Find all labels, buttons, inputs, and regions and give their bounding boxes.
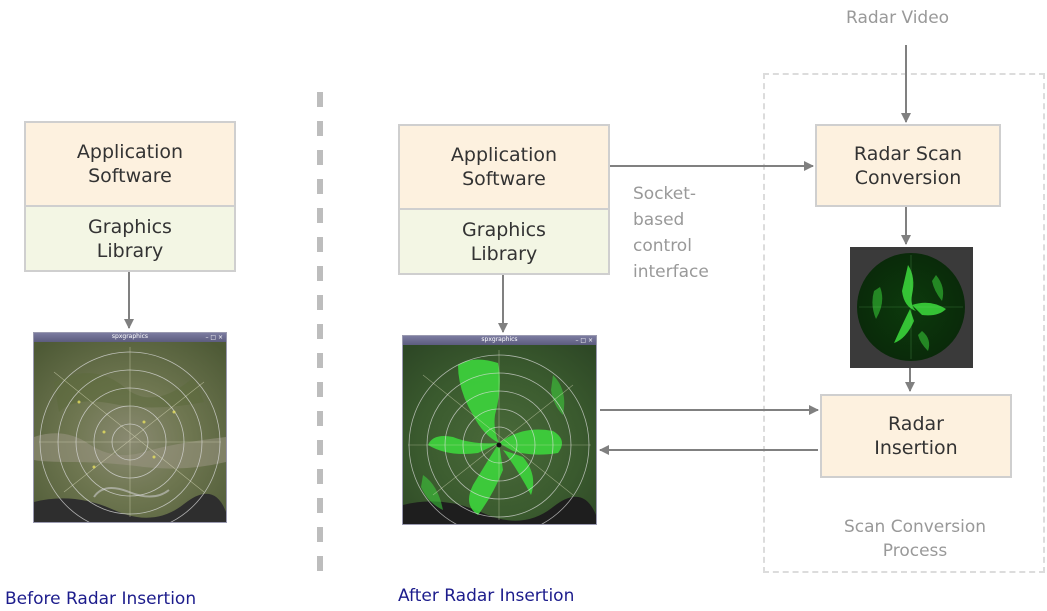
radar-insertion-box: Radar Insertion [820, 394, 1012, 478]
radar-insertion-label: Radar Insertion [874, 413, 958, 459]
left-map-display [34, 342, 226, 522]
radar-scan-conversion-label: Radar Scan Conversion [853, 142, 963, 189]
right-spxgraphics-window: spxgraphics – □ × [402, 335, 597, 525]
left-graphics-library-label: Graphics Library [88, 216, 172, 262]
radar-video-label: Radar Video [846, 8, 950, 28]
right-application-software-box: Application Software [398, 124, 610, 210]
window-controls-icon: – □ × [575, 337, 593, 344]
socket-control-label: Socket-based control interface [633, 184, 709, 282]
radar-scope-icon [857, 253, 965, 361]
section-divider [317, 92, 323, 585]
left-spxgraphics-window: spxgraphics – □ × [33, 332, 227, 523]
right-graphics-library-box: Graphics Library [398, 208, 610, 275]
radar-scan-conversion-box: Radar Scan Conversion [815, 124, 1001, 207]
right-map-display [403, 345, 596, 524]
scan-conversion-region [763, 73, 1045, 573]
right-application-software-label: Application Software [450, 144, 558, 190]
scan-conversion-process-label: Scan Conversion Process [843, 517, 987, 561]
left-application-software-label: Application Software [76, 141, 184, 187]
left-caption: Before Radar Insertion [5, 589, 197, 609]
left-window-title: spxgraphics [111, 333, 149, 340]
right-graphics-library-label: Graphics Library [462, 219, 546, 265]
right-window-title: spxgraphics [481, 336, 518, 343]
left-graphics-library-box: Graphics Library [24, 205, 236, 272]
radar-ppi-image [850, 247, 973, 368]
left-application-software-box: Application Software [24, 121, 236, 207]
window-controls-icon: – □ × [205, 334, 223, 341]
right-caption: After Radar Insertion [398, 586, 575, 606]
